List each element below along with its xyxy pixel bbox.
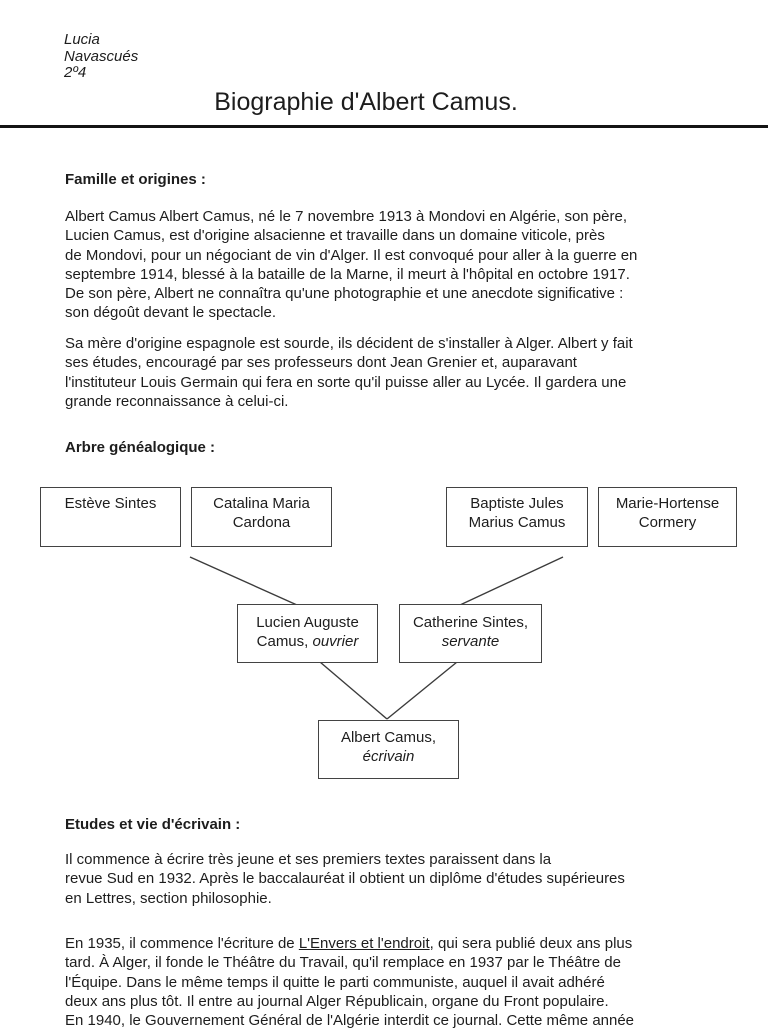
tree-node-occupation: écrivain <box>362 748 415 765</box>
tree-node-marie-hortense-cormery: Marie-Hortense Cormery <box>598 487 737 547</box>
paragraph-line: ses études, encouragé par ses professeur… <box>65 354 577 372</box>
tree-node-label: Camus, ouvrier <box>256 633 359 650</box>
tree-node-catalina-maria-cardona: Catalina Maria Cardona <box>191 487 332 547</box>
paragraph-line: Sa mère d'origine espagnole est sourde, … <box>65 335 633 352</box>
tree-node-catherine-sintes: Catherine Sintes, servante <box>399 604 542 663</box>
paragraph-line: l'Équipe. Dans le même temps il quitte l… <box>65 973 605 991</box>
heading-famille-et-origines: Famille et origines : <box>65 171 206 188</box>
tree-node-label: Catherine Sintes, <box>412 614 529 631</box>
family-tree-connectors <box>189 556 564 720</box>
title-divider <box>0 125 768 128</box>
author-line-first-name: Lucia <box>64 31 100 48</box>
tree-connector <box>459 556 564 606</box>
paragraph-line: tard. À Alger, il fonde le Théâtre du Tr… <box>65 954 621 972</box>
page-title: Biographie d'Albert Camus. <box>214 88 518 116</box>
paragraph-line: deux ans plus tôt. Il entre au journal A… <box>65 992 609 1010</box>
tree-connector <box>319 661 388 720</box>
tree-node-label: Estève Sintes <box>64 495 157 512</box>
author-block: Lucia Navascués 2º4 <box>64 31 139 82</box>
tree-node-label: Lucien Auguste <box>256 614 359 631</box>
tree-connector <box>189 556 298 606</box>
paragraph-line: grande reconnaissance à celui-ci. <box>65 392 289 410</box>
paragraph-line: son dégoût devant le spectacle. <box>65 304 276 322</box>
tree-node-label: Baptiste Jules <box>470 495 564 512</box>
tree-node-label: Cardona <box>232 514 291 531</box>
tree-node-label: Albert Camus, <box>340 729 437 746</box>
tree-node-label: Marius Camus <box>468 514 566 531</box>
paragraph-line: revue Sud en 1932. Après le baccalauréat… <box>65 870 625 888</box>
tree-node-occupation: ouvrier <box>312 633 359 650</box>
tree-node-lucien-auguste-camus: Lucien Auguste Camus, ouvrier <box>237 604 378 663</box>
tree-node-esteve-sintes: Estève Sintes <box>40 487 181 547</box>
paragraph-line: Albert Camus Albert Camus, né le 7 novem… <box>65 208 627 225</box>
paragraph-line: En 1940, le Gouvernement Général de l'Al… <box>65 1012 635 1030</box>
paragraph-etudes-1: Il commence à écrire très jeune et ses p… <box>65 850 625 908</box>
paragraph-line: septembre 1914, blessé à la bataille de … <box>65 265 630 283</box>
heading-arbre-genealogique: Arbre généalogique : <box>65 439 216 456</box>
tree-node-label: Cormery <box>638 514 697 531</box>
paragraph-line: l'instituteur Louis Germain qui fera en … <box>65 373 627 391</box>
paragraph-line: De son père, Albert ne connaîtra qu'une … <box>65 285 624 303</box>
paragraph-famille-1: Albert Camus Albert Camus, né le 7 novem… <box>65 207 637 323</box>
tree-node-baptiste-jules-marius-camus: Baptiste Jules Marius Camus <box>446 487 588 547</box>
paragraph-line: Il commence à écrire très jeune et ses p… <box>65 851 552 868</box>
author-line-last-name: Navascués <box>64 47 139 65</box>
author-line-class: 2º4 <box>64 64 87 81</box>
paragraph-line: de Mondovi, pour un négociant de vin d'A… <box>65 246 638 264</box>
paragraph-line: En 1935, il commence l'écriture de L'Env… <box>65 935 633 952</box>
paragraph-line: Lucien Camus, est d'origine alsacienne e… <box>65 227 605 245</box>
tree-node-albert-camus: Albert Camus, écrivain <box>318 720 459 779</box>
tree-connector <box>386 661 458 720</box>
tree-node-label: Marie-Hortense <box>615 495 720 512</box>
heading-etudes-et-vie-ecrivain: Etudes et vie d'écrivain : <box>65 816 241 833</box>
tree-node-label: Catalina Maria <box>213 495 310 512</box>
book-title-underlined: L'Envers et l'endroit <box>298 935 430 952</box>
tree-node-occupation: servante <box>441 633 500 650</box>
paragraph-line: en Lettres, section philosophie. <box>65 889 272 907</box>
paragraph-etudes-2: En 1935, il commence l'écriture de L'Env… <box>65 934 634 1030</box>
paragraph-famille-2: Sa mère d'origine espagnole est sourde, … <box>65 334 633 411</box>
